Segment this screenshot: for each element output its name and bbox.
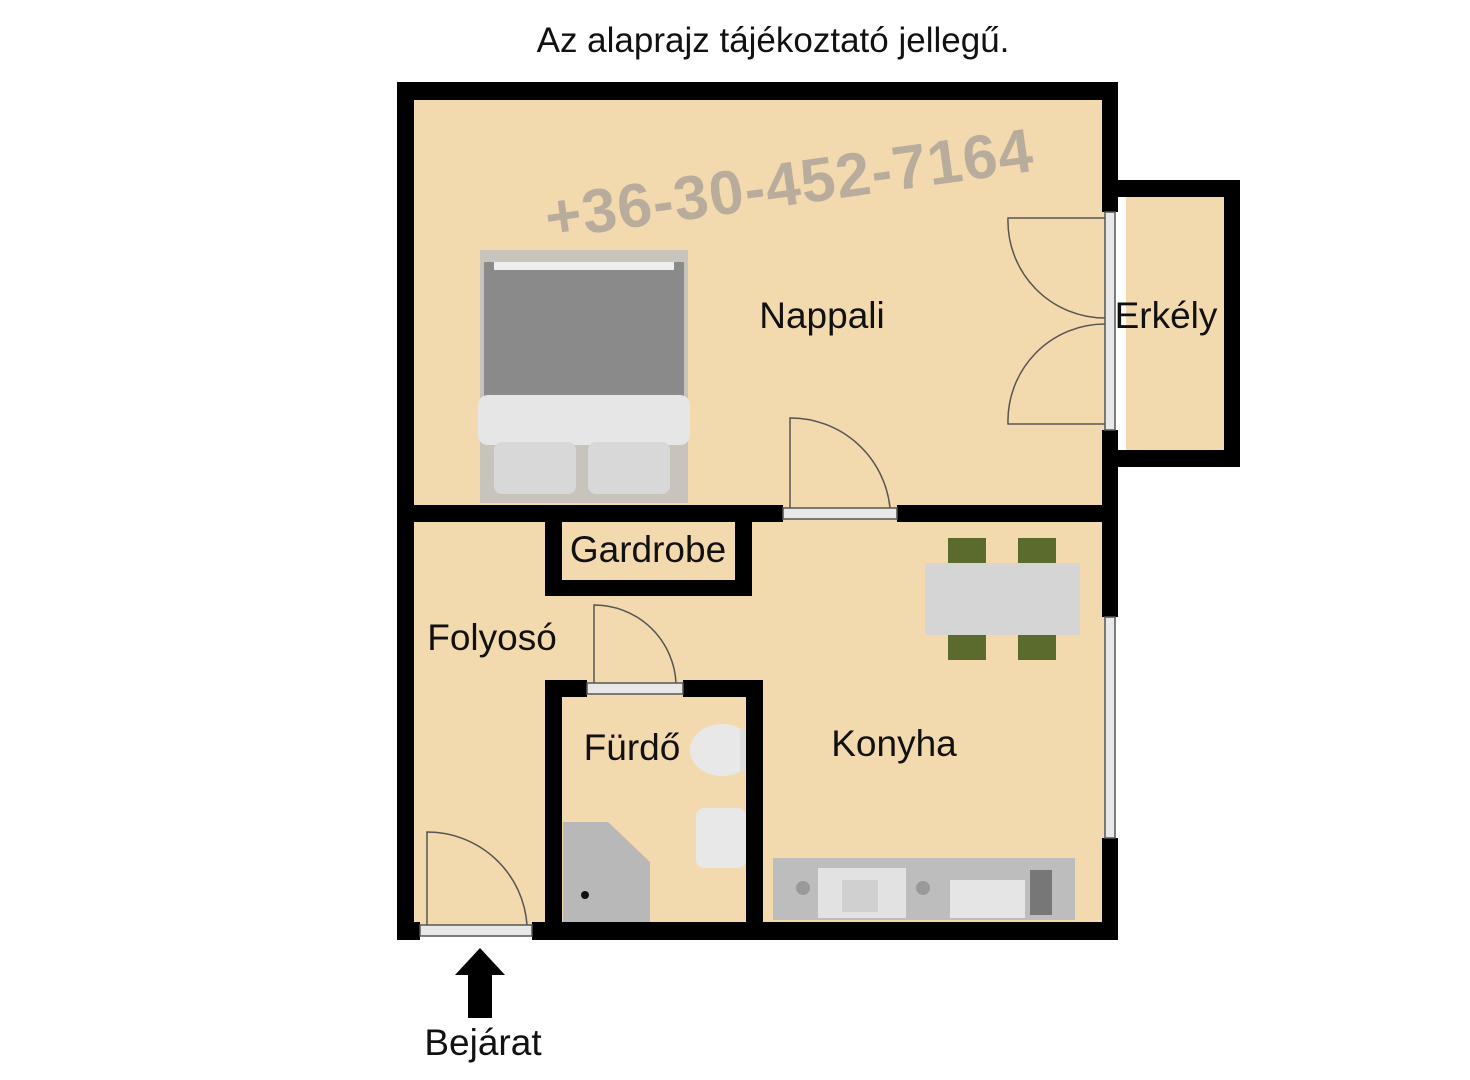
room-label-gardrobe: Gardrobe	[570, 529, 726, 570]
bathroom-fixtures	[563, 724, 754, 922]
plan-title: Az alaprajz tájékoztató jellegű.	[537, 21, 1010, 60]
room-label-konyha: Konyha	[831, 723, 957, 764]
room-label-erkely: Erkély	[1115, 295, 1218, 336]
room-label-furdo: Fürdő	[584, 727, 681, 768]
entrance-label: Bejárat	[424, 1022, 542, 1063]
doors-windows	[419, 211, 1116, 937]
room-label-folyoso: Folyosó	[427, 617, 557, 658]
walls	[397, 82, 1240, 940]
room-label-nappali: Nappali	[759, 295, 884, 336]
kitchen-counter	[773, 858, 1075, 920]
dining-table	[925, 538, 1080, 660]
bed	[478, 250, 690, 503]
entrance-arrow-icon	[455, 948, 505, 1018]
